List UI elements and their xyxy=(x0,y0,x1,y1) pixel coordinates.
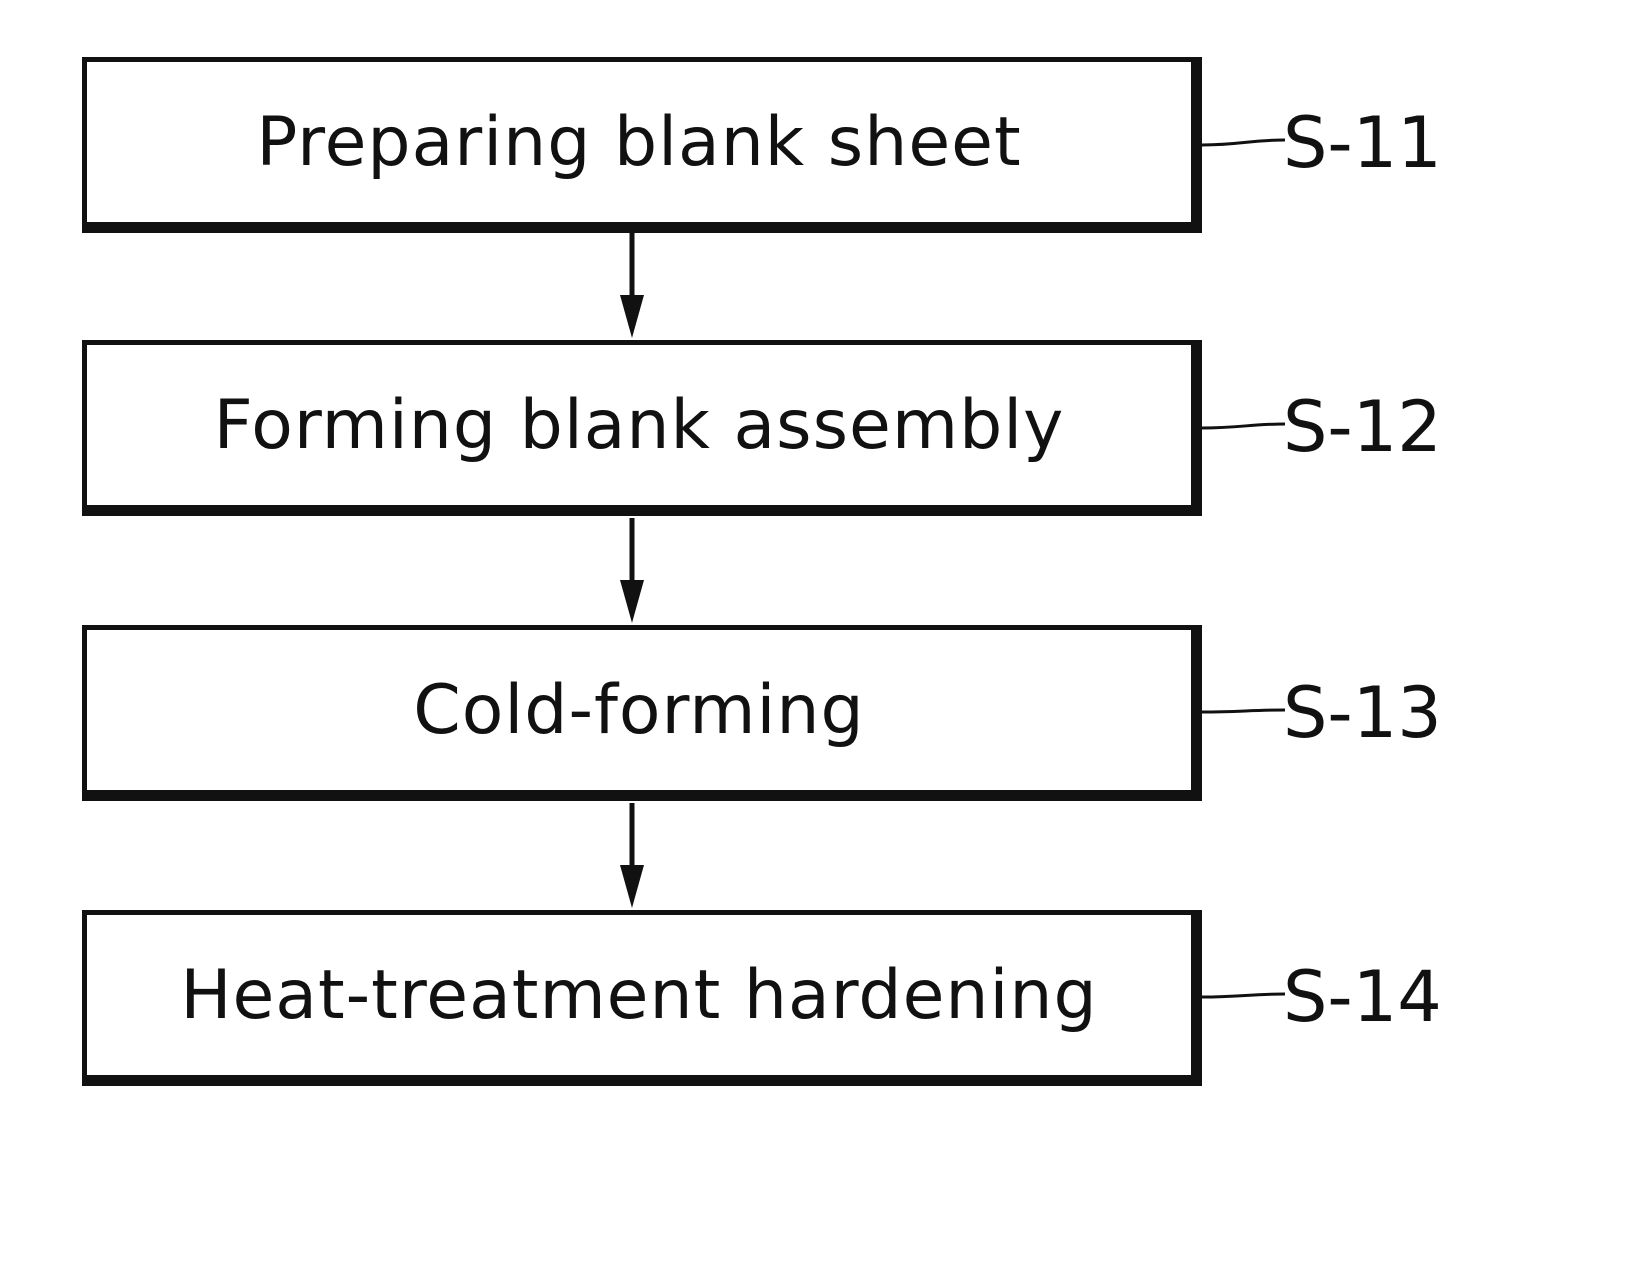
leader-line-s12 xyxy=(1202,424,1285,428)
step-code-s14: S-14 xyxy=(1283,962,1442,1032)
step-label-s12: Forming blank assembly xyxy=(214,386,1065,465)
step-code-s13: S-13 xyxy=(1283,678,1442,748)
step-box-s12: Forming blank assembly xyxy=(82,340,1202,516)
step-label-s11: Preparing blank sheet xyxy=(256,103,1021,182)
step-box-s14: Heat-treatment hardening xyxy=(82,910,1202,1086)
step-label-s14: Heat-treatment hardening xyxy=(180,956,1097,1035)
step-label-s13: Cold-forming xyxy=(413,671,864,750)
step-code-s11: S-11 xyxy=(1283,108,1442,178)
step-box-s13: Cold-forming xyxy=(82,625,1202,801)
leader-line-s11 xyxy=(1202,140,1285,145)
leader-line-s14 xyxy=(1202,994,1285,997)
arrow-s13-to-s14 xyxy=(620,803,644,908)
step-code-s12: S-12 xyxy=(1283,392,1442,462)
leader-line-s13 xyxy=(1202,710,1285,712)
arrow-s12-to-s13 xyxy=(620,518,644,623)
step-box-s11: Preparing blank sheet xyxy=(82,57,1202,233)
arrow-s11-to-s12 xyxy=(620,233,644,338)
